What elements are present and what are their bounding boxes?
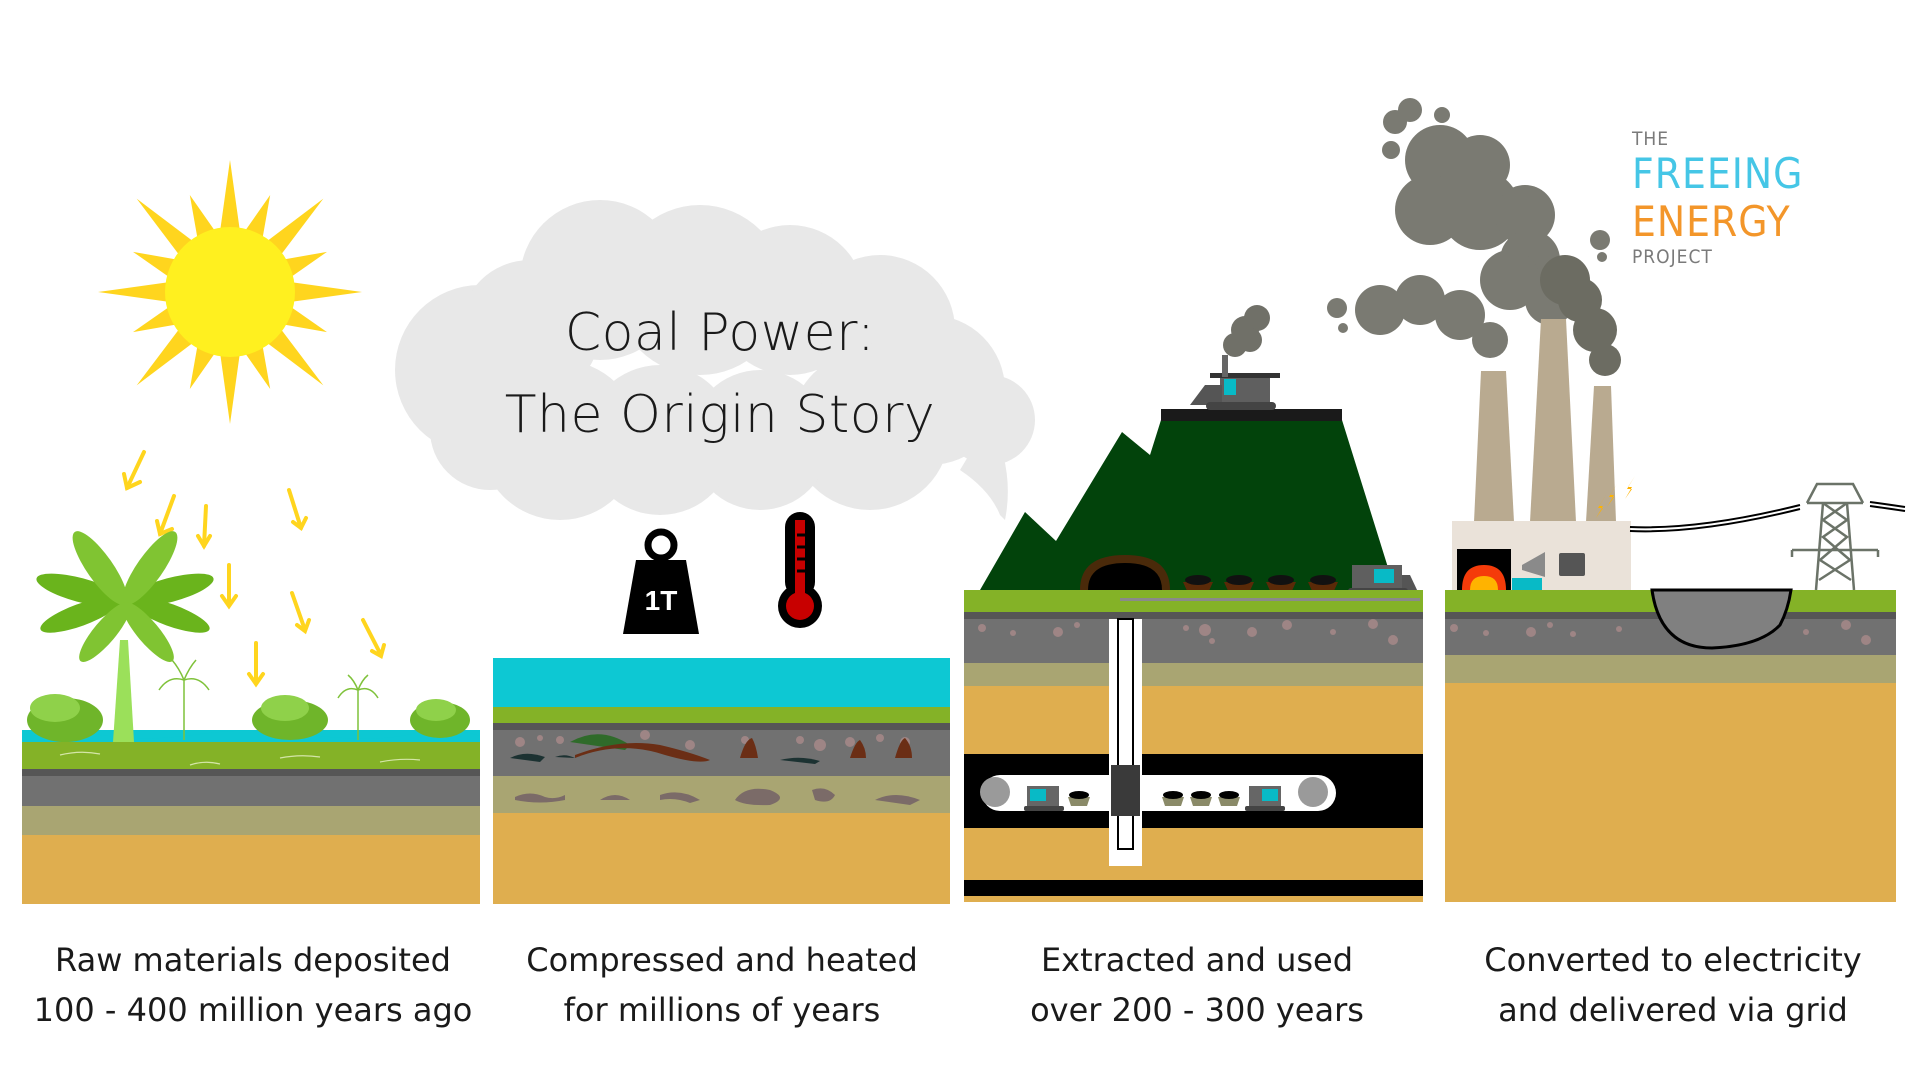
sun-ray (136, 198, 196, 258)
chimney (1474, 371, 1514, 522)
caption-line: over 200 - 300 years (1030, 991, 1364, 1029)
sun-ray (132, 305, 180, 333)
arrow-icon (220, 563, 238, 610)
logo-main: FREEING ENERGY (1632, 150, 1920, 246)
sun-ray (243, 194, 271, 242)
panel-compress (493, 658, 950, 904)
sun-ray (189, 194, 217, 242)
weight-label: 1T (644, 585, 678, 616)
sun-ray (280, 305, 328, 333)
sun-ray (132, 251, 180, 279)
transmission-tower-icon (1790, 482, 1880, 591)
sunlight-arrows (122, 450, 386, 688)
chimneys (1474, 319, 1616, 522)
fern-plants (27, 659, 470, 742)
logo-word1: FREEING (1632, 149, 1804, 198)
sun-ray (98, 281, 171, 303)
lightning-icon (1607, 484, 1617, 507)
fern-icon (27, 694, 103, 742)
sun-ray (219, 160, 241, 233)
caption-line: 100 - 400 million years ago (33, 991, 473, 1029)
sun-ray (136, 326, 196, 386)
freeing-energy-logo: THE FREEING ENERGY PROJECT (1632, 128, 1920, 268)
panel-extract (964, 305, 1423, 902)
cutter-wheel-icon (980, 777, 1010, 807)
fern-icon (410, 699, 470, 738)
mining-truck-icon (1190, 305, 1280, 410)
page-title-line1: Coal Power: (564, 303, 876, 363)
arrow-icon (122, 450, 146, 491)
arrow-icon (361, 618, 386, 659)
thought-cloud (395, 200, 1035, 520)
palm-sprout-icon (158, 659, 379, 740)
caption-line: Extracted and used (1040, 941, 1354, 979)
caption-line: Converted to electricity (1484, 941, 1862, 979)
caption-line: Compressed and heated (526, 941, 918, 979)
sun-ray (243, 342, 271, 390)
logo-suffix: PROJECT (1632, 246, 1713, 268)
lightning-bolts (1596, 476, 1635, 518)
page-title-line2: The Origin Story (504, 385, 936, 445)
chimney (1586, 386, 1616, 522)
caption-line: for millions of years (563, 991, 881, 1029)
sun-icon (98, 160, 362, 424)
smoke-plumes (1327, 98, 1610, 358)
weight-icon (623, 528, 699, 634)
caption-compress: Compressed and heated for millions of ye… (487, 935, 957, 1035)
sun-ray (264, 198, 324, 258)
mining-machine-icon (1245, 786, 1285, 811)
arrow-icon (196, 504, 212, 550)
thermometer-icon (778, 512, 822, 628)
caption-deposit: Raw materials deposited 100 - 400 millio… (18, 935, 488, 1035)
mountain (980, 420, 1395, 590)
fern-icon (252, 695, 328, 740)
coal-ash-pit (1650, 588, 1793, 650)
arrow-icon (155, 494, 176, 537)
panel-deposit (22, 729, 480, 904)
arrow-icon (247, 641, 265, 688)
panel-convert (1327, 98, 1906, 902)
logo-word2: ENERGY (1632, 197, 1791, 246)
arrow-icon (287, 488, 308, 532)
caption-line: Raw materials deposited (55, 941, 451, 979)
lightning-icon (1596, 495, 1606, 518)
chimney (1530, 319, 1576, 522)
cutter-wheel-icon (1298, 777, 1328, 807)
power-lines (1629, 501, 1906, 533)
arrow-icon (290, 591, 311, 635)
mining-machine-icon (1024, 786, 1064, 811)
caption-extract: Extracted and used over 200 - 300 years (962, 935, 1432, 1035)
smoke-plumes-dark (1540, 255, 1621, 376)
caption-line: and delivered via grid (1498, 991, 1848, 1029)
sun-ray (219, 351, 241, 424)
sun-ray (189, 342, 217, 390)
lightning-icon (1625, 476, 1635, 499)
sun-ray (289, 281, 362, 303)
caption-convert: Converted to electricity and delivered v… (1438, 935, 1908, 1035)
logo-prefix: THE (1632, 128, 1670, 150)
palm-tree-icon (36, 531, 214, 742)
sun-ray (280, 251, 328, 279)
sun-ray (264, 326, 324, 386)
